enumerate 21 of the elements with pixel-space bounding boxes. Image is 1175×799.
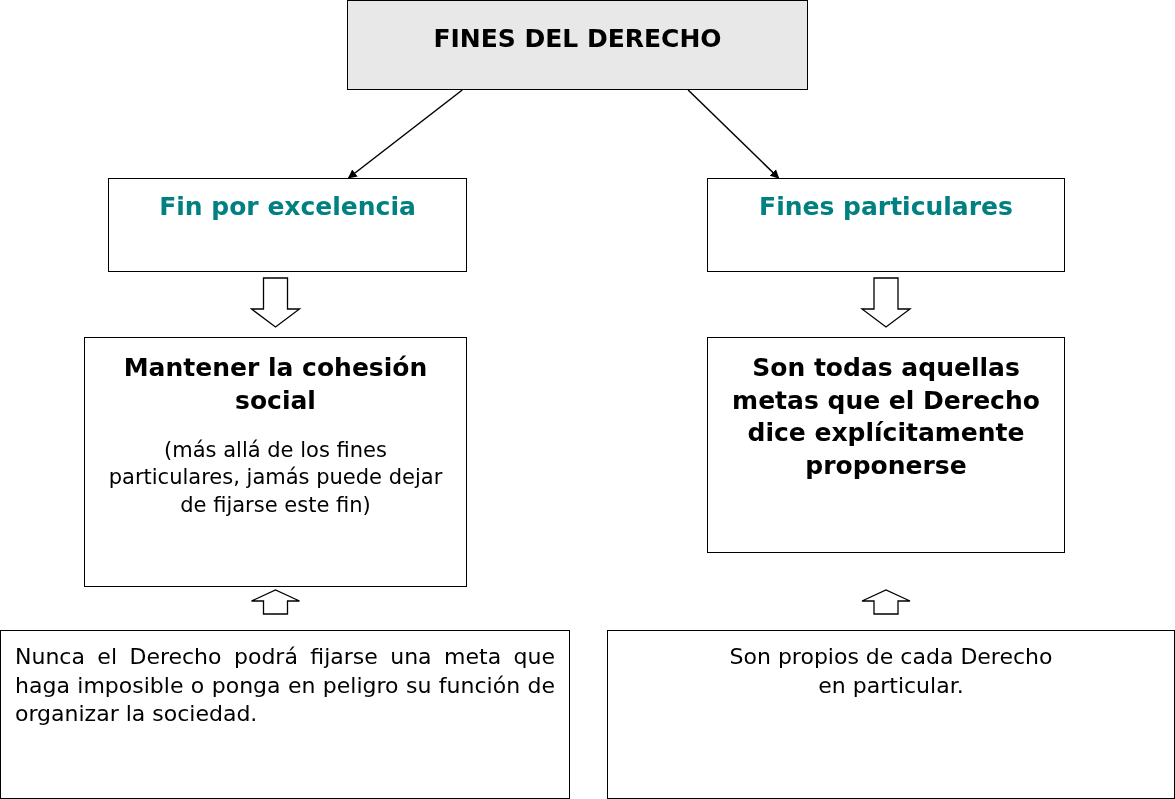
arrow xyxy=(347,89,463,179)
heading-text: Fin por excelencia xyxy=(158,191,417,223)
note-text: Son propios de cada Derecho en particular. xyxy=(728,643,1054,700)
block-arrow xyxy=(249,277,302,328)
note-box xyxy=(0,630,570,799)
content-box xyxy=(707,337,1065,553)
note-text: Nunca el Derecho podrá fijarse una meta que haga imposible o ponga en peligro su función de organizar la sociedad. xyxy=(15,643,555,729)
note-text: (más allá de los fines particulares, jamás puede dejar de fijarse este fin) xyxy=(107,437,444,519)
category-box xyxy=(707,178,1065,272)
main-text: Son todas aquellas metas que el Derecho dice explícitamente proponerse xyxy=(731,352,1041,482)
title-box xyxy=(347,0,808,90)
heading-text: Fines particulares xyxy=(758,191,1014,223)
title-text: FINES DEL DERECHO xyxy=(432,23,723,55)
note-box xyxy=(607,630,1175,799)
arrow xyxy=(687,89,780,179)
content-box xyxy=(84,337,467,587)
block-arrow xyxy=(861,589,911,615)
block-arrow xyxy=(250,589,301,615)
main-text: Mantener la cohesión social xyxy=(122,352,429,417)
category-box xyxy=(108,178,467,272)
block-arrow xyxy=(860,277,912,328)
